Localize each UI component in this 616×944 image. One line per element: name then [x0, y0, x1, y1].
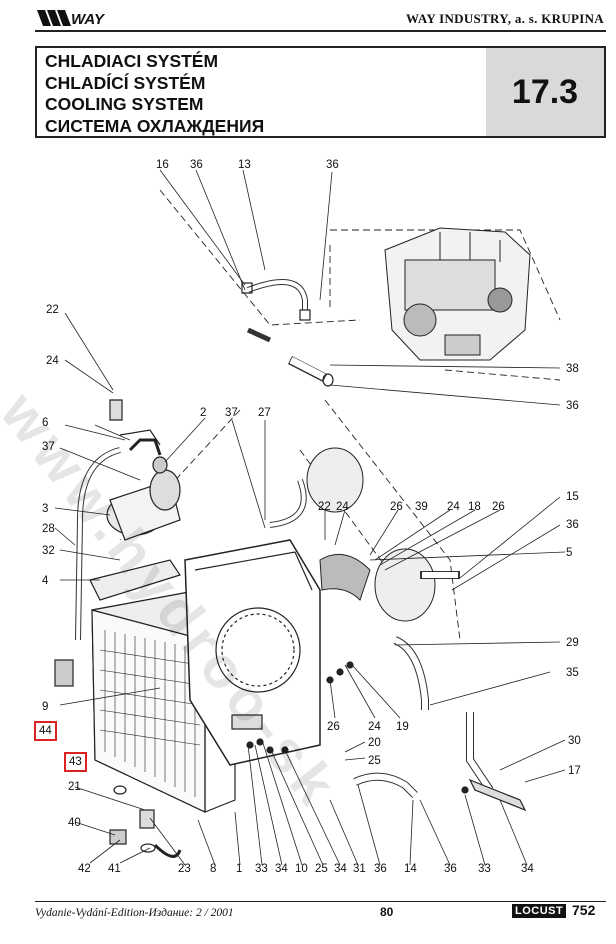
page-number: 80: [380, 905, 394, 919]
callout-37: 37: [225, 407, 238, 419]
callout-23: 23: [178, 863, 191, 875]
callout-36: 36: [326, 159, 339, 171]
callout-37: 37: [42, 441, 55, 453]
callout-13: 13: [238, 159, 251, 171]
callout-36: 36: [566, 400, 579, 412]
callout-6: 6: [42, 417, 48, 429]
callout-24: 24: [46, 355, 59, 367]
callout-43-highlighted: 43: [64, 752, 87, 772]
callout-19: 19: [396, 721, 409, 733]
brand-logo: LOCUST: [512, 904, 567, 918]
mount-bracket: [54, 659, 74, 687]
callout-14: 14: [404, 863, 417, 875]
callout-41: 41: [108, 863, 121, 875]
cooling-system-diagram: 16 36 13 36 22 24 38 36 6 37 2 37 27 3 2…: [42, 159, 581, 875]
callout-1: 1: [236, 863, 242, 875]
callout-20: 20: [368, 737, 381, 749]
callout-39: 39: [415, 501, 428, 513]
callout-18: 18: [468, 501, 481, 513]
callout-34: 34: [275, 863, 288, 875]
callout-27: 27: [258, 407, 271, 419]
section-number: 17.3: [486, 48, 604, 136]
callout-34: 34: [334, 863, 347, 875]
callout-10: 10: [295, 863, 308, 875]
footer-rule: [35, 901, 606, 902]
callout-9: 9: [42, 701, 48, 713]
callout-33: 33: [478, 863, 491, 875]
title-line-ru: СИСТЕМА ОХЛАЖДЕНИЯ: [45, 115, 265, 136]
callout-34: 34: [521, 863, 534, 875]
callout-26: 26: [390, 501, 403, 513]
callout-3: 3: [42, 503, 48, 515]
callout-5: 5: [566, 547, 572, 559]
engine-illustration: [384, 227, 531, 361]
bracket: [89, 559, 181, 601]
fan-pulley: [306, 447, 460, 622]
callout-33: 33: [255, 863, 268, 875]
callout-36: 36: [190, 159, 203, 171]
company-name: WAY INDUSTRY, a. s. KRUPINA: [406, 11, 604, 26]
callout-25: 25: [315, 863, 328, 875]
header-rule: [35, 30, 606, 32]
edition-text: Vydanie-Vydání-Edition-Издание: 2 / 2001: [35, 907, 234, 919]
callout-17: 17: [568, 765, 581, 777]
way-logo: WAY: [35, 8, 105, 28]
callout-36: 36: [374, 863, 387, 875]
expansion-tank: [75, 399, 181, 641]
callout-16: 16: [156, 159, 169, 171]
title-box: CHLADIACI SYSTÉM CHLADÍCÍ SYSTÉM COOLING…: [35, 46, 606, 138]
callout-42: 42: [78, 863, 91, 875]
callout-28: 28: [42, 523, 55, 535]
callout-35: 35: [566, 667, 579, 679]
callout-40: 40: [68, 817, 81, 829]
callout-2: 2: [200, 407, 206, 419]
callout-30: 30: [568, 735, 581, 747]
callout-31: 31: [353, 863, 366, 875]
callout-22: 22: [46, 304, 59, 316]
callout-44-highlighted: 44: [34, 721, 57, 741]
logo-text: WAY: [71, 11, 105, 28]
fan-shroud: [184, 539, 321, 766]
callout-8: 8: [210, 863, 216, 875]
callout-26: 26: [492, 501, 505, 513]
title-line-en: COOLING SYSTEM: [45, 94, 204, 114]
callout-24: 24: [368, 721, 381, 733]
callout-36: 36: [444, 863, 457, 875]
drain-valve: [109, 785, 182, 858]
callout-38: 38: [566, 363, 579, 375]
callout-4: 4: [42, 575, 49, 587]
callout-32: 32: [42, 545, 55, 557]
callout-25: 25: [368, 755, 381, 767]
callout-24: 24: [336, 501, 349, 513]
callout-15: 15: [566, 491, 579, 503]
brand-model: 752: [572, 902, 596, 918]
callout-24: 24: [447, 501, 460, 513]
callout-21: 21: [68, 781, 81, 793]
callout-36: 36: [566, 519, 579, 531]
title-line-cz: CHLADÍCÍ SYSTÉM: [45, 72, 206, 93]
callout-26: 26: [327, 721, 340, 733]
leader-lines: [54, 169, 566, 866]
title-lines: CHLADIACI SYSTÉM CHLADÍCÍ SYSTÉM COOLING…: [45, 51, 500, 137]
callout-29: 29: [566, 637, 579, 649]
title-line-sk: CHLADIACI SYSTÉM: [45, 51, 219, 71]
callout-22: 22: [318, 501, 331, 513]
